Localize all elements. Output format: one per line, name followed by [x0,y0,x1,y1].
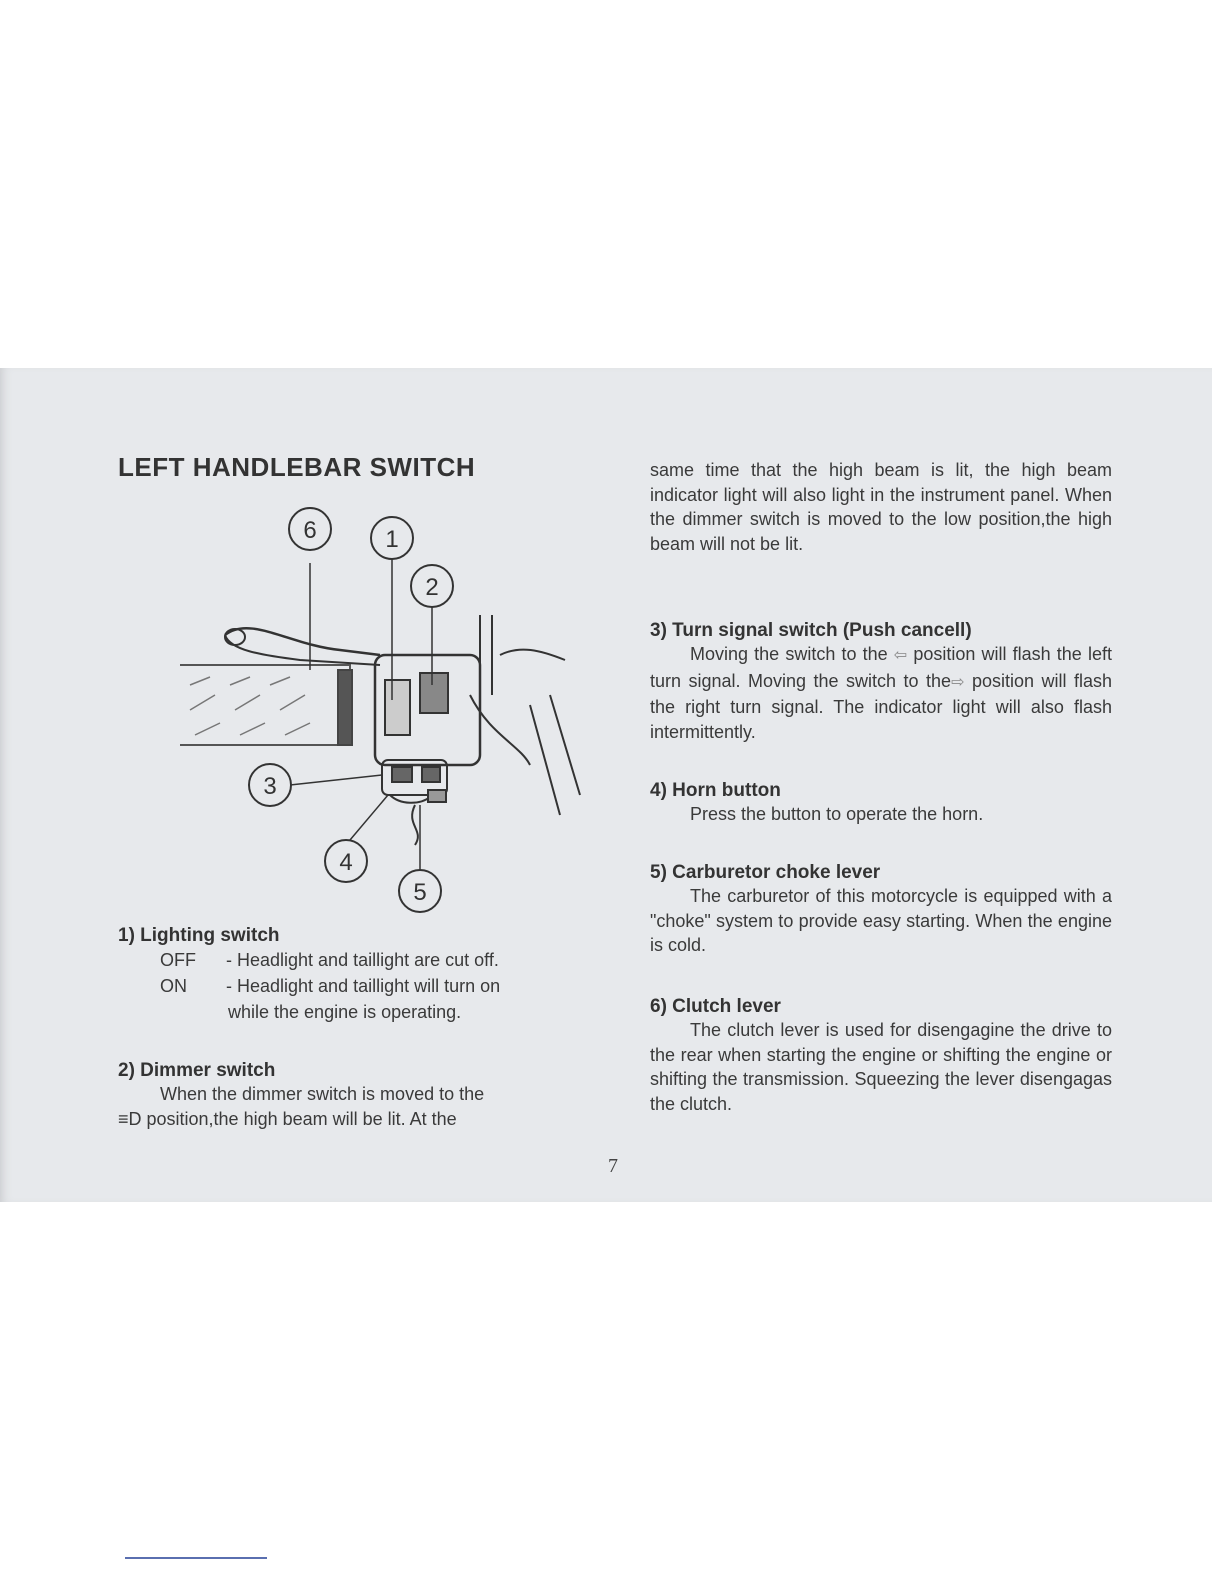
section-heading: 3) Turn signal switch (Push cancell) [650,620,972,641]
page-number: 7 [608,1155,618,1177]
callout-6: 6 [303,517,316,544]
on-key: ON [160,976,187,996]
left-arrow-icon: ⇦ [893,647,908,664]
section-clutch-lever: 6) Clutch lever The clutch lever is used… [650,996,1112,1116]
section-lighting-switch: 1) Lighting switch OFF - Headlight and ta… [118,925,578,1025]
callout-3: 3 [263,773,276,800]
section-turn-signal: 3) Turn signal switch (Push cancell) Mov… [650,620,1112,744]
turn-text-a: Moving the switch to the [690,644,888,664]
horn-text: Press the button to operate the horn. [690,804,984,824]
section-heading: 1) Lighting switch [118,925,280,946]
on-text-continued: while the engine is operating. [228,1002,462,1022]
section-heading: 4) Horn button [650,780,781,801]
callout-4: 4 [339,849,352,876]
section-dimmer-switch: 2) Dimmer switch When the dimmer switch … [118,1060,588,1131]
callout-2: 2 [425,574,438,601]
right-arrow-icon: ⇨ [951,673,965,691]
section-heading: 2) Dimmer switch [118,1060,276,1081]
dimmer-line-1: When the dimmer switch is moved to the [160,1084,485,1104]
turn-text-c: position will flash the right turn signa… [650,670,1112,742]
turn-text-b: position will flash the left turn signal… [650,644,1112,691]
scanned-page [0,368,1212,1202]
clutch-text: The clutch lever is used for disengagine… [650,1020,1112,1114]
handlebar-switch-illustration: 6 1 2 3 4 5 [180,507,581,913]
section-horn-button: 4) Horn button Press the button to opera… [650,780,1112,827]
turn-signal-text: Moving the switch to the ⇦ position will… [650,642,1112,744]
section-heading: 5) Carburetor choke lever [650,862,881,883]
off-key: OFF [160,950,196,970]
off-text: - Headlight and taillight are cut off. [226,950,499,970]
dimmer-text: When the dimmer switch is moved to the ≡… [118,1082,588,1131]
callout-1: 1 [385,526,398,553]
choke-text: The carburetor of this motorcycle is equ… [650,886,1112,955]
dimmer-continued: same time that the high beam is lit, the… [650,458,1112,556]
lighting-on-row: ON - Headlight and taillight will turn on [118,973,578,999]
page-title: LEFT HANDLEBAR SWITCH [118,452,476,482]
dimmer-continued-text: same time that the high beam is lit, the… [650,460,1112,554]
divider-line [125,1557,267,1559]
lighting-off-row: OFF - Headlight and taillight are cut off… [118,947,578,973]
dimmer-line-2: ≡D position,the high beam will be lit. A… [118,1108,457,1129]
on-text: - Headlight and taillight will turn on [226,976,501,996]
section-choke-lever: 5) Carburetor choke lever The carburetor… [650,862,1112,958]
section-heading: 6) Clutch lever [650,996,781,1017]
callout-5: 5 [413,879,426,906]
